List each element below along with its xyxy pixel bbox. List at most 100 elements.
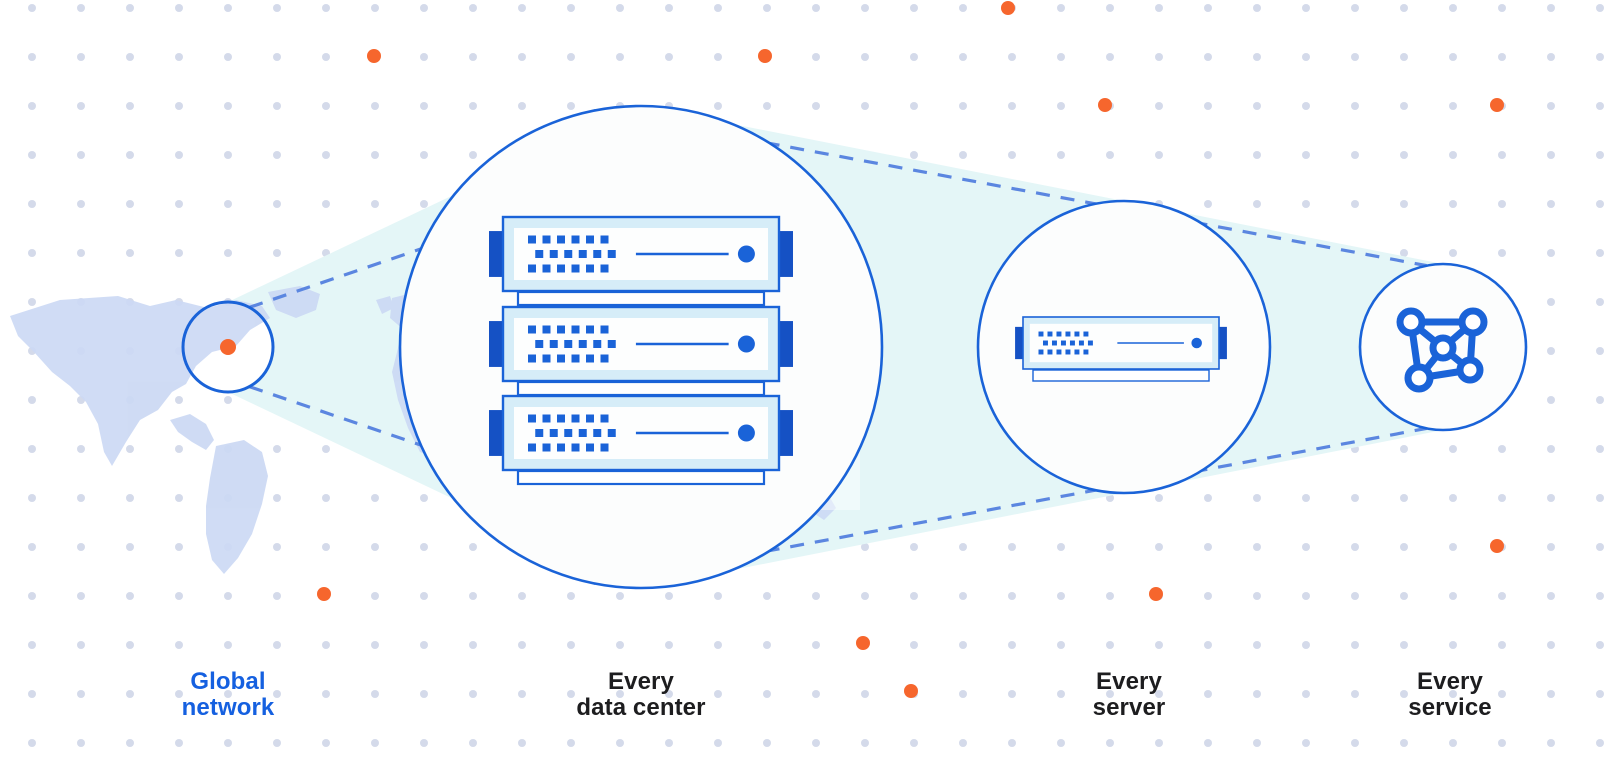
grid-dot	[175, 641, 183, 649]
grid-dot	[1400, 445, 1408, 453]
server-led-dot	[564, 340, 573, 348]
grid-dot	[1008, 102, 1016, 110]
server-led-dot	[535, 429, 544, 437]
grid-dot	[616, 592, 624, 600]
grid-dot	[1253, 641, 1261, 649]
grid-dot	[1498, 200, 1506, 208]
server-led-dot	[1087, 340, 1093, 346]
grid-dot	[714, 690, 722, 698]
server-led-dot	[600, 443, 609, 452]
grid-dot	[1547, 200, 1555, 208]
grid-dot	[812, 592, 820, 600]
grid-dot	[861, 592, 869, 600]
grid-dot	[763, 690, 771, 698]
grid-dot	[1596, 690, 1604, 698]
grid-dot	[1204, 102, 1212, 110]
grid-dot	[28, 739, 36, 747]
grid-dot	[910, 151, 918, 159]
grid-dot	[1057, 53, 1065, 61]
grid-dot	[1498, 690, 1506, 698]
grid-dot	[1008, 543, 1016, 551]
grid-dot	[1008, 592, 1016, 600]
grid-dot	[322, 641, 330, 649]
server-led-dot	[1047, 349, 1053, 355]
grid-dot	[322, 4, 330, 12]
grid-dot	[28, 396, 36, 404]
grid-dot	[273, 4, 281, 12]
grid-dot	[665, 53, 673, 61]
grid-dot	[1155, 53, 1163, 61]
grid-dot	[1596, 592, 1604, 600]
grid-dot	[175, 4, 183, 12]
stage-label-data-center: Every data center	[576, 668, 706, 721]
server-led-dot	[549, 340, 558, 348]
grid-dot	[665, 739, 673, 747]
grid-dot	[1596, 4, 1604, 12]
grid-dot	[812, 690, 820, 698]
grid-dot	[1008, 53, 1016, 61]
grid-dot	[1302, 543, 1310, 551]
grid-dot	[322, 53, 330, 61]
server-led-dot	[1074, 349, 1080, 355]
grid-dot	[959, 641, 967, 649]
server-led-dot	[586, 325, 594, 334]
grid-dot	[1547, 641, 1555, 649]
grid-dot	[28, 298, 36, 306]
grid-dot	[175, 53, 183, 61]
grid-dot	[1547, 592, 1555, 600]
server-led-dot	[1047, 331, 1053, 337]
grid-dot	[910, 641, 918, 649]
server-led-dot	[528, 325, 536, 334]
grid-dot	[518, 53, 526, 61]
server-led-dot	[1038, 349, 1044, 355]
grid-dot	[126, 494, 134, 502]
grid-dot	[224, 690, 232, 698]
grid-dot	[1106, 641, 1114, 649]
grid-dot	[1008, 739, 1016, 747]
map-landmass	[376, 296, 394, 314]
grid-dot	[1155, 4, 1163, 12]
grid-dot	[1449, 4, 1457, 12]
grid-dot	[273, 690, 281, 698]
grid-dot	[1057, 4, 1065, 12]
grid-dot	[910, 543, 918, 551]
grid-dot	[1351, 102, 1359, 110]
grid-dot	[1253, 690, 1261, 698]
grid-dot	[1155, 690, 1163, 698]
accent-dot	[367, 49, 381, 63]
grid-dot	[322, 151, 330, 159]
grid-dot	[273, 641, 281, 649]
server-led-dot	[571, 414, 580, 423]
server-unit-icon	[489, 305, 793, 383]
grid-dot	[1547, 347, 1555, 355]
grid-dot	[126, 53, 134, 61]
grid-dot	[1253, 53, 1261, 61]
grid-dot	[1449, 690, 1457, 698]
grid-dot	[1351, 4, 1359, 12]
grid-dot	[1498, 151, 1506, 159]
grid-dot	[518, 641, 526, 649]
grid-dot	[420, 592, 428, 600]
grid-dot	[1449, 102, 1457, 110]
server-led-dot	[586, 414, 594, 423]
grid-dot	[224, 53, 232, 61]
grid-dot	[959, 690, 967, 698]
server-led-dot	[1074, 331, 1080, 337]
grid-dot	[371, 641, 379, 649]
grid-dot	[910, 53, 918, 61]
grid-dot	[1400, 200, 1408, 208]
globe-location-marker	[220, 339, 236, 355]
map-landmass	[206, 440, 268, 574]
grid-dot	[175, 200, 183, 208]
grid-dot	[1155, 543, 1163, 551]
server-side-tab-left	[489, 410, 505, 456]
grid-dot	[1204, 592, 1212, 600]
grid-dot	[1351, 592, 1359, 600]
grid-dot	[567, 592, 575, 600]
server-led-dot	[557, 235, 565, 244]
grid-dot	[1204, 200, 1212, 208]
grid-dot	[1302, 53, 1310, 61]
server-led-dot	[542, 235, 551, 244]
server-led-dot	[1060, 340, 1066, 346]
